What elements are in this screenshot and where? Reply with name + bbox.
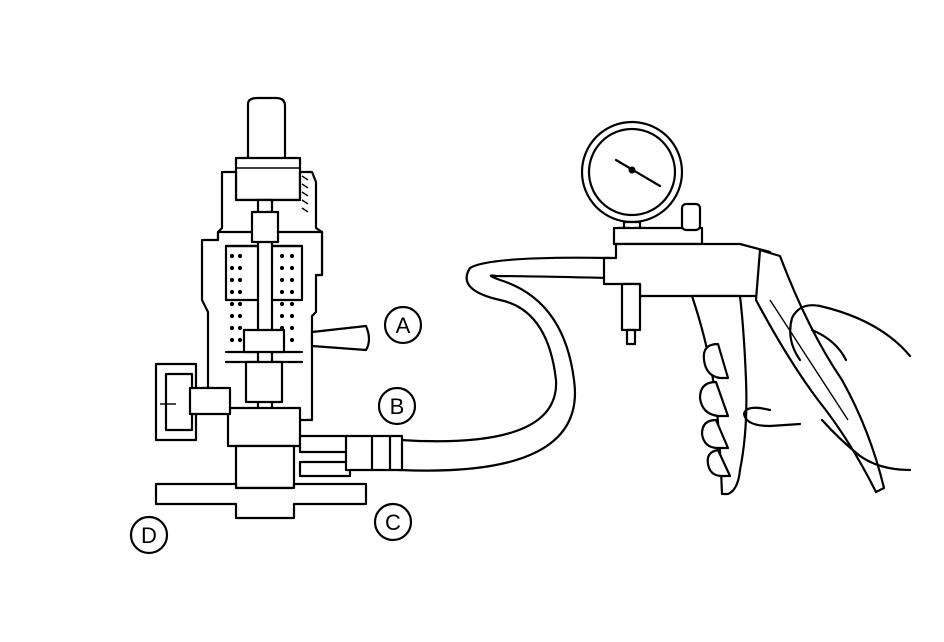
hose-outer — [346, 256, 612, 443]
relief-knob — [680, 202, 702, 232]
finger-3 — [700, 418, 730, 450]
finger-4 — [706, 448, 732, 478]
finger-2 — [698, 380, 730, 418]
valve-cap-flange — [234, 156, 302, 202]
callout-a: A — [383, 305, 423, 345]
valve-lower-body — [226, 406, 302, 448]
callout-d-circle — [129, 515, 169, 555]
callout-c-circle — [373, 502, 413, 542]
thumb — [742, 406, 802, 428]
hand-outline — [789, 304, 912, 362]
hose-inner — [346, 274, 612, 472]
port-b — [298, 434, 350, 454]
hose — [344, 256, 612, 472]
hand-pump — [580, 120, 886, 496]
callout-a-circle — [383, 305, 423, 345]
finger-1 — [702, 342, 730, 380]
callout-b-circle — [377, 386, 417, 426]
callout-d: D — [129, 515, 169, 555]
valve-assembly — [154, 96, 371, 520]
callout-a-label: A — [396, 313, 411, 338]
pump-lever — [754, 248, 886, 494]
tee-pipe — [154, 482, 368, 520]
callout-c: C — [373, 502, 413, 542]
hand — [698, 304, 912, 478]
port-a — [310, 324, 371, 352]
gauge-needle — [614, 158, 662, 188]
hose-fitting — [344, 434, 404, 472]
callout-b: B — [377, 386, 417, 426]
valve-top-cap — [246, 96, 287, 162]
callout-c-label: C — [385, 510, 401, 535]
callout-d-label: D — [141, 523, 157, 548]
callout-b-label: B — [390, 394, 405, 419]
